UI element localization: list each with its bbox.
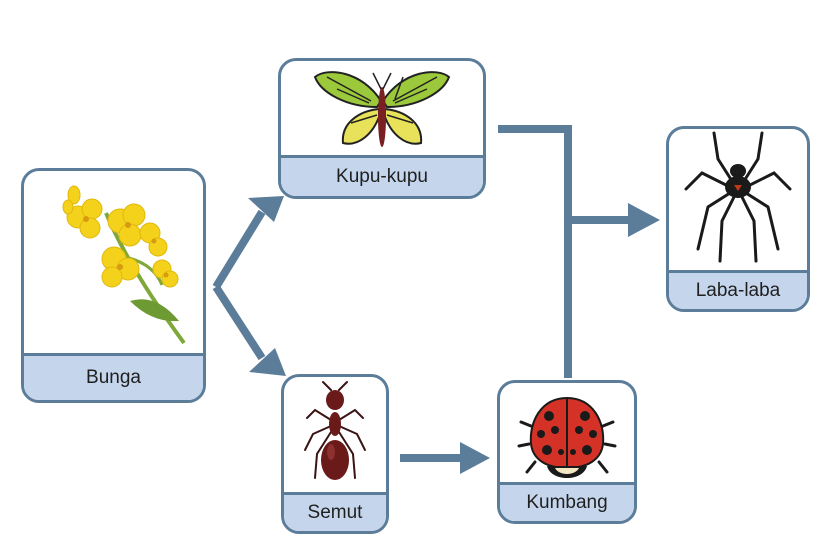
spider-icon	[669, 129, 807, 269]
node-label: Semut	[284, 492, 386, 531]
edge-bunga-semut	[212, 284, 266, 361]
arrowhead-kupu-kupu	[248, 196, 284, 222]
arrowhead-kumbang	[460, 442, 490, 474]
arrowhead-semut	[249, 348, 286, 376]
node-label: Bunga	[24, 353, 203, 400]
node-label: Kupu-kupu	[281, 155, 483, 196]
butterfly-icon	[281, 61, 483, 154]
node-label: Kumbang	[500, 482, 634, 521]
node-bunga: Bunga	[21, 168, 206, 403]
node-semut: Semut	[281, 374, 389, 534]
node-kupu-kupu: Kupu-kupu	[278, 58, 486, 199]
node-label: Laba-laba	[669, 270, 807, 309]
node-laba-laba: Laba-laba	[666, 126, 810, 312]
ladybug-icon	[500, 383, 634, 485]
node-kumbang: Kumbang	[497, 380, 637, 524]
arrowhead-laba-laba	[628, 203, 660, 237]
flower-icon	[24, 171, 203, 350]
ant-icon	[284, 377, 386, 495]
edge-bunga-kupu-kupu	[212, 209, 266, 290]
edge-kupu-kupu-laba-laba	[498, 125, 572, 220]
